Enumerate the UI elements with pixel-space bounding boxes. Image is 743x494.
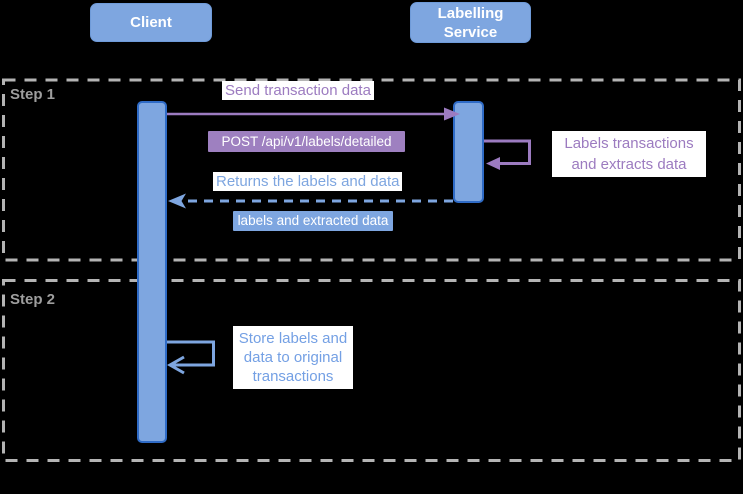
frame-step-2 xyxy=(2,279,741,462)
self-loop-client-head xyxy=(166,355,185,375)
arrow-return-head xyxy=(168,193,186,209)
message-returns-labels-and-data: Returns the labels and data xyxy=(213,172,403,191)
actor-box-client: Client xyxy=(90,3,212,42)
self-loop-labelling-service-head xyxy=(486,157,500,170)
step-1-label: Step 1 xyxy=(10,86,56,103)
self-loop-labelling-service xyxy=(484,139,531,165)
arrow-send-head xyxy=(444,107,460,121)
step-2-label: Step 2 xyxy=(10,291,56,308)
message-send-transaction-data: Send transaction data xyxy=(222,81,374,100)
activation-bar-labelling-service xyxy=(453,101,484,203)
note-store-labels: Store labels and data to original transa… xyxy=(233,326,353,389)
badge-post-endpoint: POST /api/v1/labels/detailed xyxy=(208,131,405,152)
self-loop-client xyxy=(167,340,215,367)
note-labels-transactions: Labels transactions and extracts data xyxy=(552,131,706,177)
actor-box-labelling-service: Labelling Service xyxy=(410,2,531,43)
activation-bar-client xyxy=(137,101,167,443)
frame-step-1 xyxy=(2,78,741,262)
badge-labels-and-extracted-data: labels and extracted data xyxy=(233,211,393,231)
